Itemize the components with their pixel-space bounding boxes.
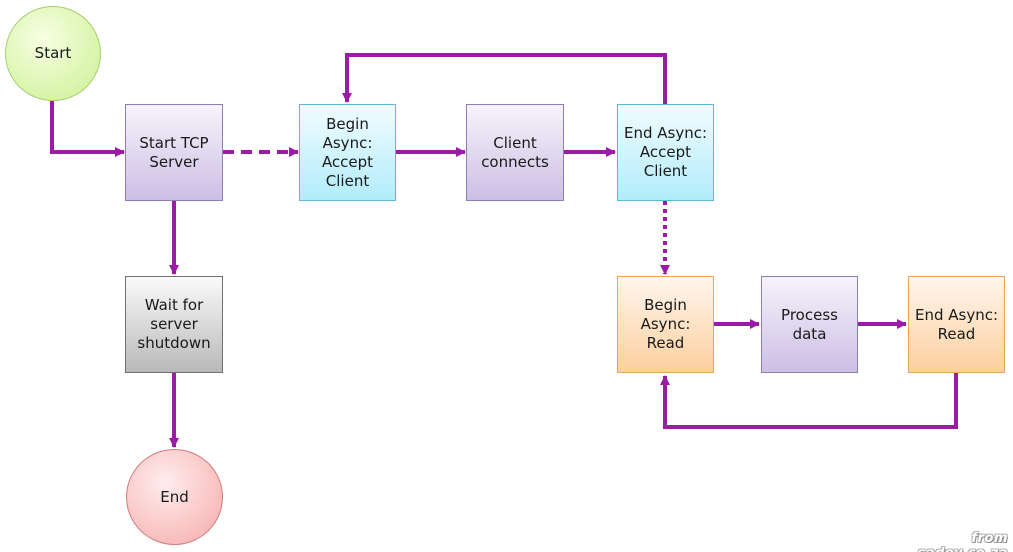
node-process-data-label: Process data [781,305,838,343]
node-end-async-read-label: End Async: Read [914,305,999,343]
node-start: Start [5,6,101,101]
node-begin-async-accept-client: Begin Async: Accept Client [299,104,396,201]
edge-start-to-start-tcp-server [50,101,125,157]
node-end: End [126,449,223,545]
edge-end-async-accept-to-begin-async-accept [342,53,667,104]
node-wait-for-server-shutdown-label: Wait for server shutdown [137,296,211,352]
source-credit: from sadev.co.za [918,531,1008,552]
node-end-async-accept-client-label: End Async: Accept Client [623,124,708,180]
node-end-async-read: End Async: Read [908,276,1005,373]
node-begin-async-read: Begin Async: Read [617,276,714,373]
node-end-label: End [160,487,189,506]
node-client-connects-label: Client connects [481,133,549,171]
edge-end-async-read-to-begin-async-read [660,373,958,429]
node-start-tcp-server: Start TCP Server [125,104,223,201]
node-begin-async-read-label: Begin Async: Read [640,296,691,352]
node-client-connects: Client connects [466,104,564,201]
node-start-tcp-server-label: Start TCP Server [139,133,209,171]
node-wait-for-server-shutdown: Wait for server shutdown [125,276,223,373]
node-begin-async-accept-client-label: Begin Async: Accept Client [321,114,374,190]
node-end-async-accept-client: End Async: Accept Client [617,104,714,201]
node-process-data: Process data [761,276,858,373]
node-start-label: Start [34,44,72,62]
